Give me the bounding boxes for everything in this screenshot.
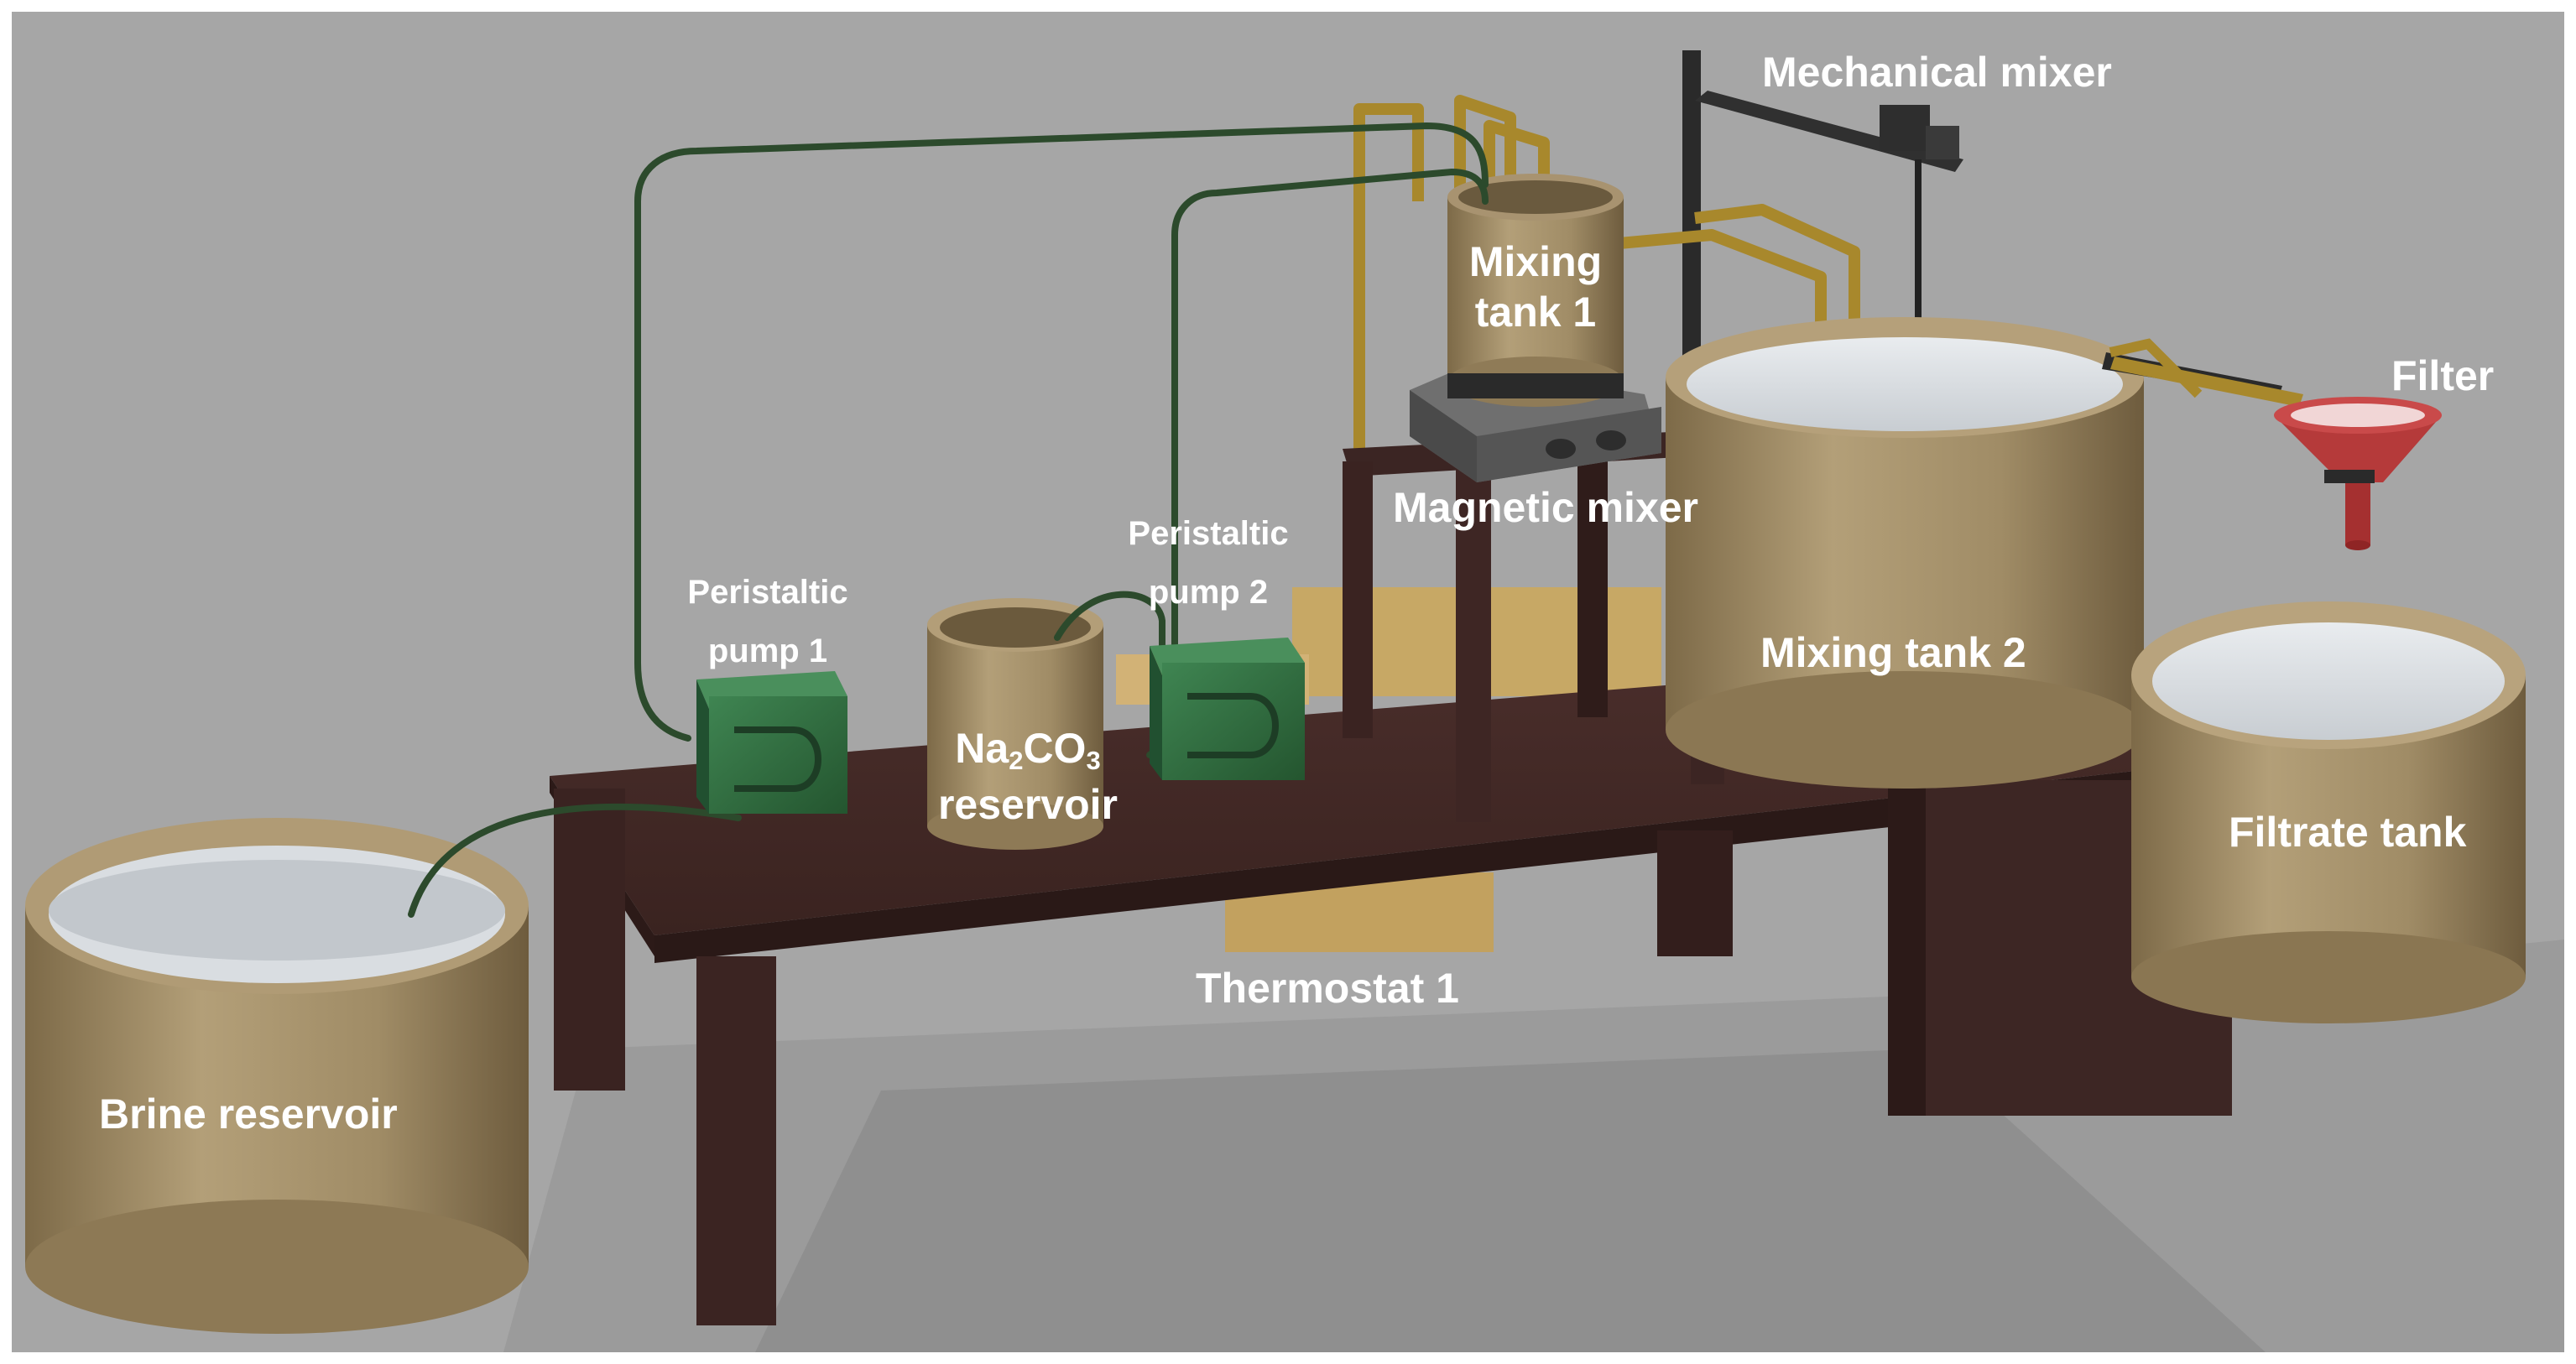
peristaltic-pump-1-label: Peristaltic pump 1 bbox=[667, 572, 868, 671]
peristaltic-pump-1-label-line2: pump 1 bbox=[707, 633, 828, 669]
mixing-tank-1 bbox=[1447, 174, 1624, 407]
peristaltic-pump-2 bbox=[1150, 638, 1305, 780]
na2co3-reservoir bbox=[927, 598, 1103, 850]
mechanical-mixer-label: Mechanical mixer bbox=[1762, 49, 2112, 96]
na2co3-formula: Na2CO3 bbox=[902, 723, 1154, 776]
peristaltic-pump-2-label-line1: Peristaltic bbox=[1128, 515, 1289, 552]
filtrate-tank bbox=[2131, 601, 2526, 1023]
na2co3-formula-co: CO bbox=[1023, 725, 1087, 772]
na2co3-formula-na: Na bbox=[955, 725, 1009, 772]
brine-reservoir-label: Brine reservoir bbox=[99, 1091, 398, 1138]
brine-reservoir bbox=[25, 818, 529, 1334]
filtrate-tank-label: Filtrate tank bbox=[2229, 809, 2467, 856]
peristaltic-pump-1 bbox=[696, 671, 847, 814]
filter bbox=[2102, 338, 2442, 550]
mixing-tank-1-label: Mixing tank 1 bbox=[1447, 237, 1624, 337]
mixing-tank-2-label: Mixing tank 2 bbox=[1760, 629, 2026, 676]
na2co3-formula-sub1: 2 bbox=[1009, 745, 1024, 775]
na2co3-formula-sub2: 3 bbox=[1086, 745, 1101, 775]
mixing-tank-1-label-line2: tank 1 bbox=[1474, 289, 1597, 336]
mixing-tank-2 bbox=[1666, 317, 2144, 789]
magnetic-mixer-label: Magnetic mixer bbox=[1393, 484, 1699, 531]
na2co3-reservoir-label-line2: reservoir bbox=[937, 780, 1119, 828]
mechanical-mixer bbox=[1682, 50, 1963, 411]
peristaltic-pump-1-label-line1: Peristaltic bbox=[687, 574, 848, 611]
mixing-tank-1-label-line1: Mixing bbox=[1468, 238, 1603, 285]
filter-label: Filter bbox=[2391, 352, 2495, 399]
peristaltic-pump-2-label: Peristaltic pump 2 bbox=[1108, 513, 1309, 612]
peristaltic-pump-2-label-line2: pump 2 bbox=[1148, 574, 1269, 611]
na2co3-reservoir-label: Na2CO3 reservoir bbox=[902, 723, 1154, 830]
thermostat-label: Thermostat 1 bbox=[1196, 965, 1459, 1012]
table-shadow bbox=[755, 1049, 2266, 1352]
